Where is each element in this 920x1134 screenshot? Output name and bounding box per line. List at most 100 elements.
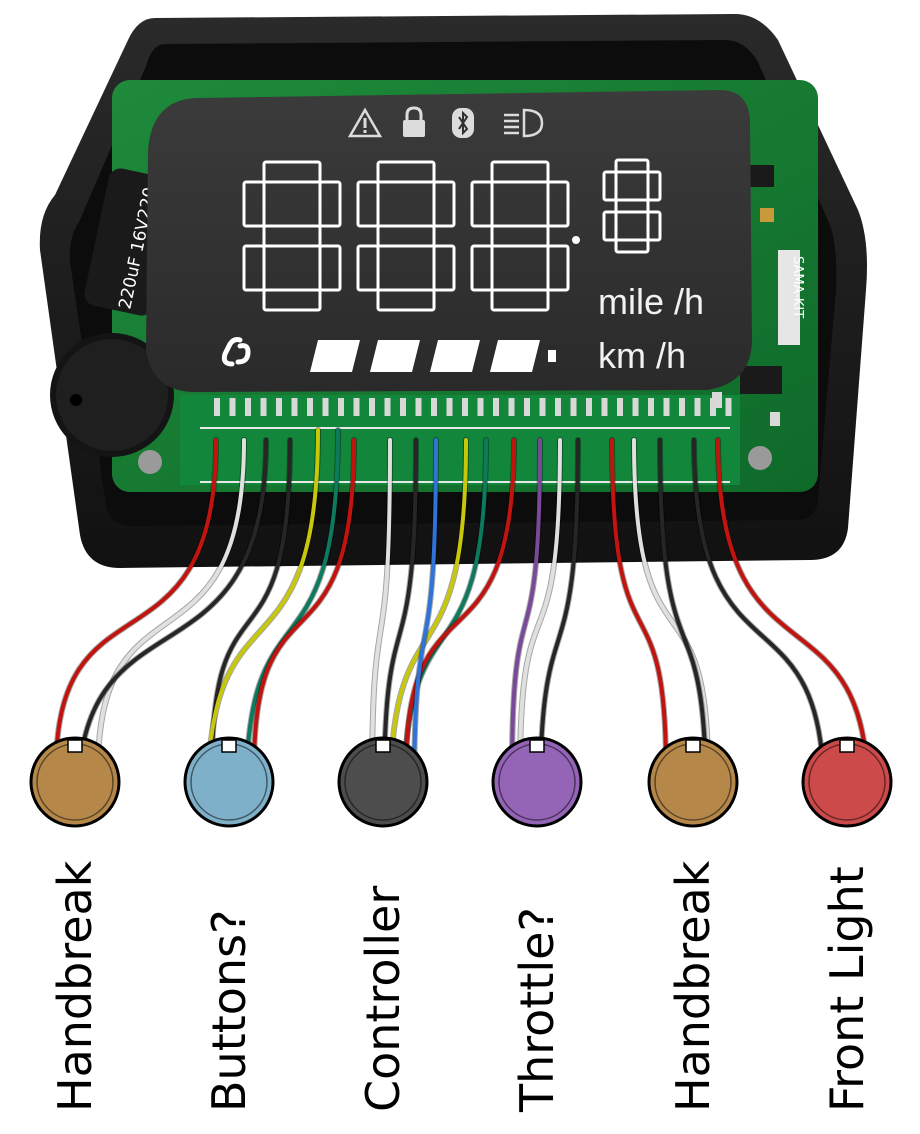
header-pin xyxy=(477,398,484,416)
header-pin xyxy=(415,398,422,416)
digit-segment xyxy=(262,288,322,312)
connector-label: Controller xyxy=(356,886,410,1112)
header-pin xyxy=(260,398,267,416)
header-pin xyxy=(369,398,375,416)
wire-white xyxy=(96,438,246,772)
speed-digits xyxy=(242,160,570,312)
header-pin xyxy=(431,398,437,416)
board-label: SAMA-KIT xyxy=(778,250,805,345)
digit-segment xyxy=(376,288,436,312)
header-pin xyxy=(322,398,329,416)
digit-segment xyxy=(470,244,494,292)
wire-white xyxy=(370,438,392,788)
header-pin xyxy=(384,398,391,416)
digit-segment xyxy=(242,180,266,228)
connector-labels: Handbreak Buttons? Controller Throttle? Hand… xyxy=(48,860,874,1113)
battery-segment xyxy=(310,340,360,372)
wire-white xyxy=(518,438,562,774)
wire-yellow xyxy=(388,438,468,806)
digit-segment xyxy=(242,244,266,292)
lock-icon xyxy=(403,106,425,137)
wire-black xyxy=(692,438,826,798)
pedal-assist-icon xyxy=(221,337,251,367)
digit-segment xyxy=(318,244,342,292)
header-pin xyxy=(617,398,623,416)
digit-segment xyxy=(490,160,550,184)
digit-segment xyxy=(614,198,650,214)
header-pin xyxy=(214,398,220,416)
header-pin xyxy=(539,398,546,416)
connector-1 xyxy=(29,736,121,828)
connector-6 xyxy=(801,736,893,828)
battery-segment xyxy=(490,340,540,372)
header-pin xyxy=(353,398,360,416)
svg-text:SAMA-KIT: SAMA-KIT xyxy=(790,256,805,318)
digit-segment xyxy=(356,244,380,292)
digit-segment xyxy=(318,180,342,228)
digit-segment xyxy=(646,170,662,202)
connector-label: Front Light xyxy=(820,866,874,1112)
wire-black xyxy=(76,438,268,802)
connector-label: Handbreak xyxy=(48,860,102,1112)
battery-indicator xyxy=(310,340,556,372)
connector-label: Handbreak xyxy=(666,860,720,1112)
digit-segment xyxy=(356,180,380,228)
digit-segment xyxy=(376,224,436,248)
screw-icon xyxy=(138,450,162,474)
header-pin xyxy=(446,398,453,416)
digit-segment xyxy=(490,224,550,248)
connectors xyxy=(29,736,893,828)
battery-segment xyxy=(370,340,420,372)
connector-5 xyxy=(647,736,739,828)
bluetooth-icon xyxy=(452,108,474,138)
digit-segment xyxy=(602,210,618,242)
wire-purple xyxy=(510,438,542,774)
header-pin xyxy=(632,398,639,416)
wire-black xyxy=(538,438,580,808)
wire-red xyxy=(610,438,668,772)
digit-segment xyxy=(432,244,456,292)
header-pin xyxy=(663,398,670,416)
header-pin xyxy=(710,398,716,416)
wire-red xyxy=(716,438,870,798)
screw-icon xyxy=(748,446,772,470)
wire-black xyxy=(382,438,418,798)
header-pin xyxy=(570,398,577,416)
header-pin xyxy=(276,398,282,416)
digit-segment xyxy=(614,238,650,254)
digit-segment xyxy=(262,224,322,248)
digit-segment xyxy=(546,244,570,292)
digit-segment xyxy=(602,170,618,202)
header-pin xyxy=(725,398,732,416)
header-pin xyxy=(586,398,592,416)
header-pin xyxy=(229,398,236,416)
digit-segment xyxy=(614,158,650,174)
battery-segment xyxy=(430,340,480,372)
connector-label: Buttons? xyxy=(202,910,256,1112)
connector-label: Throttle? xyxy=(510,907,564,1113)
header-pin xyxy=(291,398,298,416)
battery-tip xyxy=(548,350,556,362)
header-pin xyxy=(694,398,701,416)
header-pin xyxy=(400,398,406,416)
wire-red xyxy=(252,438,356,770)
digit-segment xyxy=(432,180,456,228)
wire-black xyxy=(658,438,708,802)
connector-2 xyxy=(183,736,275,828)
wire-red xyxy=(404,438,516,772)
header-pin xyxy=(601,398,608,416)
digit-segment xyxy=(646,210,662,242)
headlight-icon xyxy=(504,108,544,138)
header-pin xyxy=(307,398,313,416)
header-pin xyxy=(679,398,685,416)
digit-segment xyxy=(490,288,550,312)
lcd-display: mile /h km /h xyxy=(146,90,752,392)
header-pin xyxy=(493,398,499,416)
wire-red xyxy=(54,438,218,772)
header-pin xyxy=(648,398,654,416)
unit-mph: mile /h xyxy=(598,281,704,322)
wire-white xyxy=(632,438,710,772)
header-pin xyxy=(555,398,561,416)
decimal-point xyxy=(572,236,580,244)
